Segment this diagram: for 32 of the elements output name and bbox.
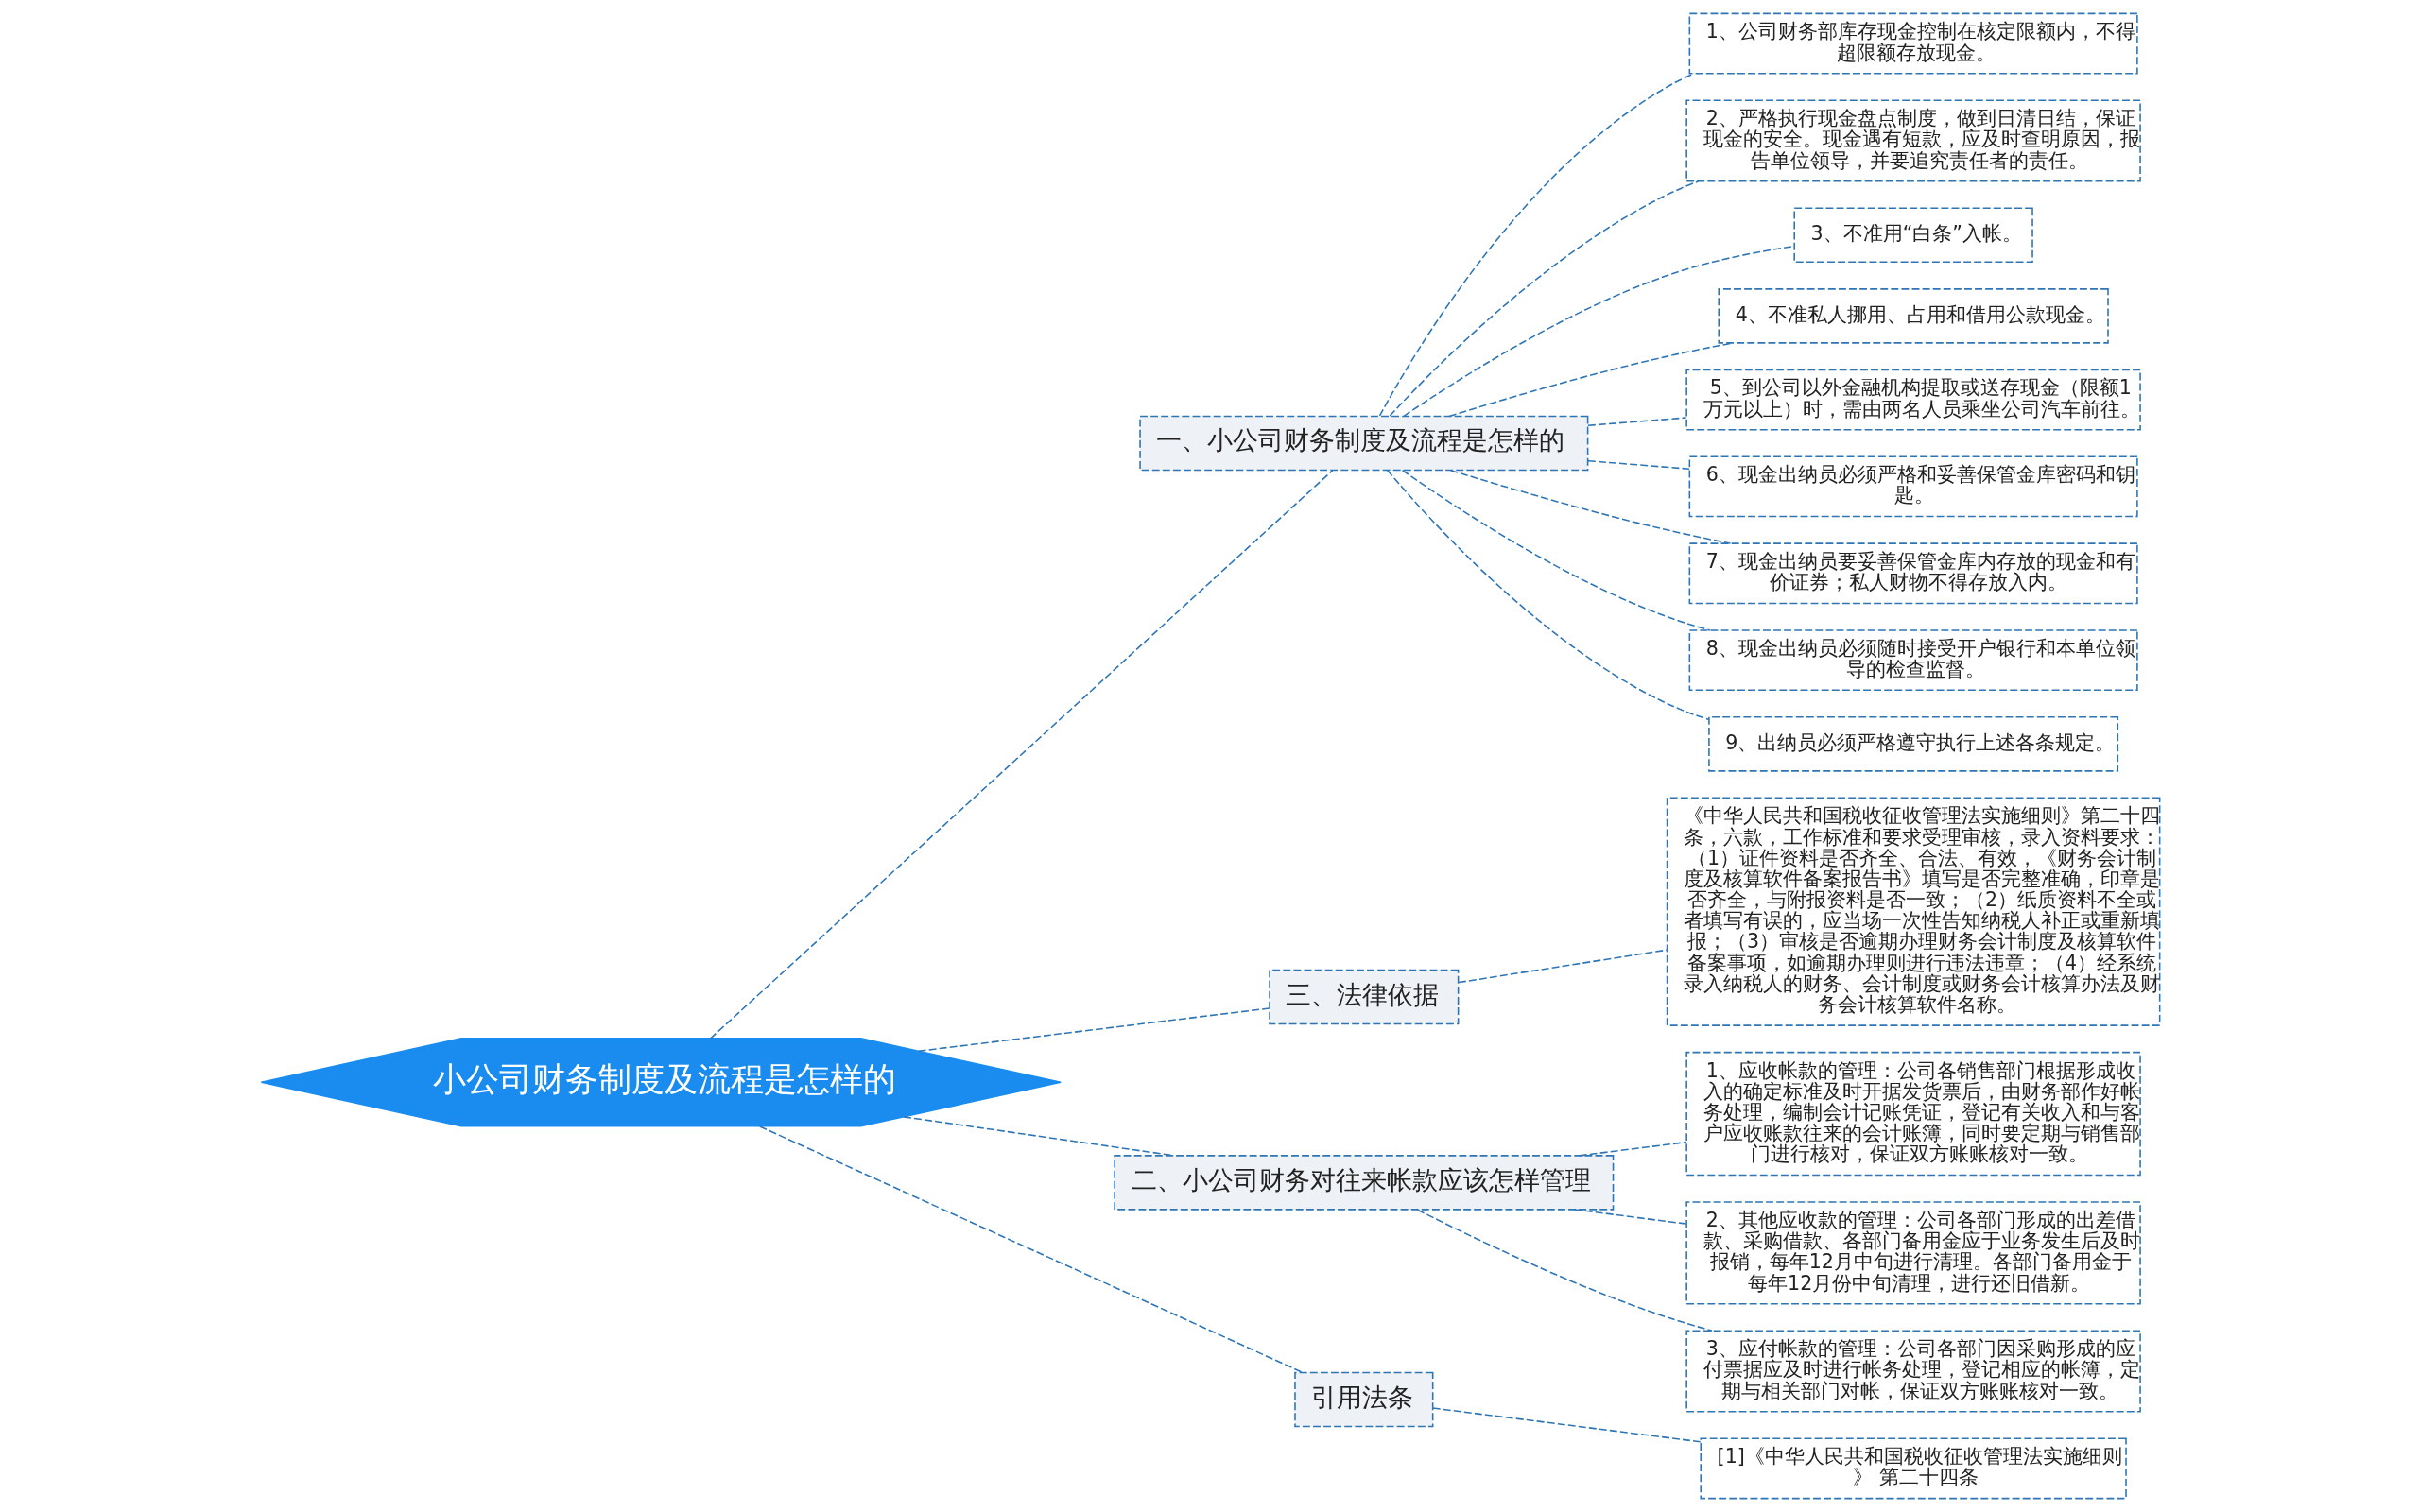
connector: [1386, 469, 1709, 721]
connector: [917, 1007, 1270, 1053]
node-box: 6、现金出纳员必须严格和妥善保管金库密码和钥匙。: [1688, 455, 2138, 518]
connector: [1586, 417, 1686, 427]
node-box: 3、应付帐款的管理：公司各部门因采购形成的应付票据应及时进行帐务处理，登记相应的帐簿，定期与相关部门对帐，保证双方账账核对一致。: [1685, 1330, 2141, 1413]
connector: [902, 1116, 1175, 1157]
node-box: 7、现金出纳员要妥善保管金库内存放的现金和有价证券；私人财物不得存放入内。: [1688, 542, 2138, 605]
node-box: 三、法律依据: [1268, 969, 1459, 1025]
connector: [1401, 469, 1711, 631]
node-box: 8、现金出纳员必须随时接受开户银行和本单位领导的检查监督。: [1688, 629, 2138, 692]
node-box: 一、小公司财务制度及流程是怎样的: [1138, 415, 1588, 472]
connector: [1578, 1141, 1687, 1157]
connector: [1573, 1209, 1687, 1225]
connector: [1431, 1407, 1702, 1443]
node-box: [1]《中华人民共和国税收征收管理法实施细则》 第二十四条: [1699, 1437, 2127, 1500]
node-box: 《中华人民共和国税收征收管理法实施细则》第二十四条，六款，工作标准和要求受理审核，录入资料要求：（1）证件资料是否齐全、合法、有效，《财务会计制度及核算软件备案报告书》填写是否完整准确，印章是否齐全，与附报资料是否一致；（2）纸质资料不全或者填写有误的，应当场一次性告知纳税人补正或重新填报；（3）审核是否逾期办理财务会计制度及核算软件备案事项，如逾期办理则进行违法违章；（4）经系统录入纳税人的财务、会计制度或财务会计核算办法及财务会计核算软件名称。: [1666, 797, 2160, 1026]
node-box: 5、到公司以外金融机构提取或送存现金（限额1万元以上）时，需由两名人员乘坐公司汽车前往。: [1685, 369, 2141, 431]
node-box: 2、其他应收款的管理：公司各部门形成的出差借款、采购借款、各部门备用金应于业务发生后及时报销，每年12月中旬进行清理。各部门备用金于每年12月份中旬清理，进行还旧借新。: [1685, 1201, 2141, 1305]
connector: [709, 470, 1333, 1040]
node-box: 9、出纳员必须严格遵守执行上述各条规定。: [1707, 716, 2118, 772]
node-box: 引用法条: [1293, 1371, 1433, 1428]
connector: [758, 1125, 1304, 1374]
connector: [1457, 949, 1668, 984]
node-box: 二、小公司财务对往来帐款应该怎样管理: [1113, 1155, 1614, 1211]
node-box: 3、不准用“白条”入帐。: [1792, 207, 2033, 264]
connector: [1416, 1209, 1713, 1332]
connector: [1388, 180, 1699, 417]
node-box: 4、不准私人挪用、占用和借用公款现金。: [1717, 288, 2109, 344]
connector: [1586, 459, 1690, 470]
node-box: 2、严格执行现金盘点制度，做到日清日结，保证现金的安全。现金遇有短款，应及时查明原因，报告单位领导，并要追究责任者的责任。: [1685, 99, 2141, 182]
node-box: 1、公司财务部库存现金控制在核定限额内，不得超限额存放现金。: [1688, 12, 2138, 75]
node-box: 1、应收帐款的管理：公司各销售部门根据形成收入的确定标准及时开据发货票后，由财务部作好帐务处理，编制会计记账凭证，登记有关收入和与客户应收账款往来的会计账簿，同时要定期与销售部门进行核对，保证双方账账核对一致。: [1685, 1051, 2141, 1177]
